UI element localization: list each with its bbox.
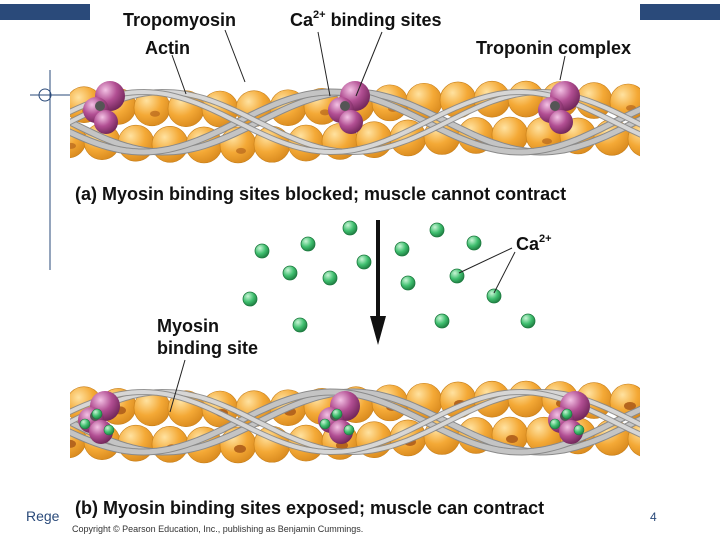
troponin-complex [83, 81, 125, 134]
ca-ion-label: Ca2+ [516, 233, 552, 254]
calcium-ion [520, 313, 536, 329]
myosin-binding-site [150, 110, 160, 117]
bound-calcium-ion [91, 408, 103, 420]
troponin-complex [548, 391, 590, 444]
myosin-binding-site-label-line2: binding site [157, 338, 258, 358]
myosin-binding-site [70, 439, 76, 448]
myosin-binding-site [506, 435, 518, 444]
actin-subunit [644, 386, 680, 422]
troponin-core [550, 101, 560, 111]
calcium-ion [242, 291, 258, 307]
bound-calcium-ion [103, 424, 115, 436]
bound-calcium-ion [549, 418, 561, 430]
calcium-ion [429, 222, 445, 238]
calcium-ion [466, 235, 482, 251]
bound-calcium-ion [343, 424, 355, 436]
actin-filament-b [32, 380, 680, 464]
troponin-subunit [339, 110, 363, 134]
actin-subunit [32, 385, 68, 421]
slide-frame [0, 4, 720, 270]
myosin-binding-site [624, 402, 636, 411]
caption-b: (b) Myosin binding sites exposed; muscle… [75, 498, 544, 518]
troponin-subunit [94, 110, 118, 134]
bound-calcium-ion [561, 408, 573, 420]
copyright-notice: Copyright © Pearson Education, Inc., pub… [72, 524, 363, 534]
myosin-binding-site [320, 109, 330, 116]
troponin-subunit [549, 110, 573, 134]
tropomyosin-label: Tropomyosin [123, 10, 236, 30]
calcium-ion [400, 275, 416, 291]
tropomyosin-strand [70, 389, 640, 455]
myosin-binding-site-label-line1: Myosin [157, 316, 219, 336]
tropomyosin-strand [70, 89, 640, 155]
calcium-ion [300, 236, 316, 252]
myosin-binding-site [46, 403, 58, 411]
footer-left-text: Rege [26, 508, 60, 524]
bound-calcium-ion [573, 424, 585, 436]
troponin-complex-label: Troponin complex [476, 38, 631, 58]
actin-filament-a [70, 80, 680, 164]
troponin-complex [538, 81, 580, 134]
down-arrow-icon [370, 220, 386, 345]
bound-calcium-ion [319, 418, 331, 430]
bound-calcium-ion [331, 408, 343, 420]
myosin-binding-site [70, 142, 76, 149]
calcium-ion [342, 220, 358, 236]
actin-subunit [644, 86, 680, 122]
caption-a: (a) Myosin binding sites blocked; muscle… [75, 184, 566, 204]
troponin-core [340, 101, 350, 111]
calcium-ion [434, 313, 450, 329]
troponin-complex [318, 391, 360, 444]
ca-binding-sites-label: Ca2+ binding sites [290, 9, 442, 30]
calcium-ion [486, 288, 502, 304]
calcium-ion [254, 243, 270, 259]
calcium-ion [292, 317, 308, 333]
calcium-ion [356, 254, 372, 270]
leader-lines [169, 29, 566, 413]
myosin-binding-site [236, 147, 246, 154]
calcium-ion [322, 270, 338, 286]
troponin-core [95, 101, 105, 111]
footer-page-number: 4 [650, 510, 657, 524]
troponin-complex [78, 391, 120, 444]
troponin-complex [328, 81, 370, 134]
bound-calcium-ion [79, 418, 91, 430]
calcium-ion [394, 241, 410, 257]
calcium-ions [242, 220, 536, 333]
myosin-binding-site [234, 444, 246, 453]
calcium-ion [282, 265, 298, 281]
actin-label: Actin [145, 38, 190, 58]
actin-subunit [507, 380, 545, 418]
myosin-binding-site [542, 138, 552, 145]
